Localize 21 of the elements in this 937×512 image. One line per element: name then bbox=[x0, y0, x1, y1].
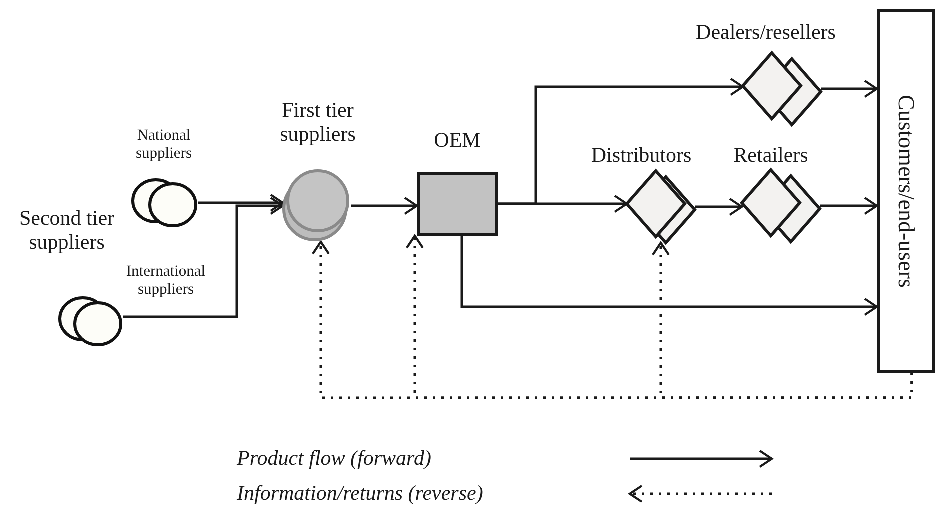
group-label: Second tier suppliers bbox=[18, 206, 116, 254]
node-label: International suppliers bbox=[125, 263, 207, 299]
arrow bbox=[198, 194, 284, 212]
node-label: First tier suppliers bbox=[279, 98, 357, 146]
node-label: Distributors bbox=[590, 143, 693, 168]
arrow bbox=[123, 196, 284, 318]
node-label: Retailers bbox=[732, 143, 810, 168]
arrow bbox=[498, 194, 628, 214]
arrow bbox=[351, 196, 418, 216]
node-label: OEM bbox=[433, 128, 482, 152]
dotted-arrow bbox=[652, 242, 914, 400]
customers-box bbox=[877, 9, 935, 373]
node-label: National suppliers bbox=[135, 127, 193, 163]
arrow bbox=[695, 198, 744, 216]
legend-label: Information/returns (reverse) bbox=[237, 481, 484, 506]
legend-label: Product flow (forward) bbox=[237, 446, 432, 471]
arrow bbox=[820, 196, 878, 216]
node-label: Dealers/resellers bbox=[695, 20, 837, 44]
arrow bbox=[821, 80, 878, 98]
node-label: Customers/end-users bbox=[893, 94, 920, 288]
arrow bbox=[460, 236, 878, 316]
